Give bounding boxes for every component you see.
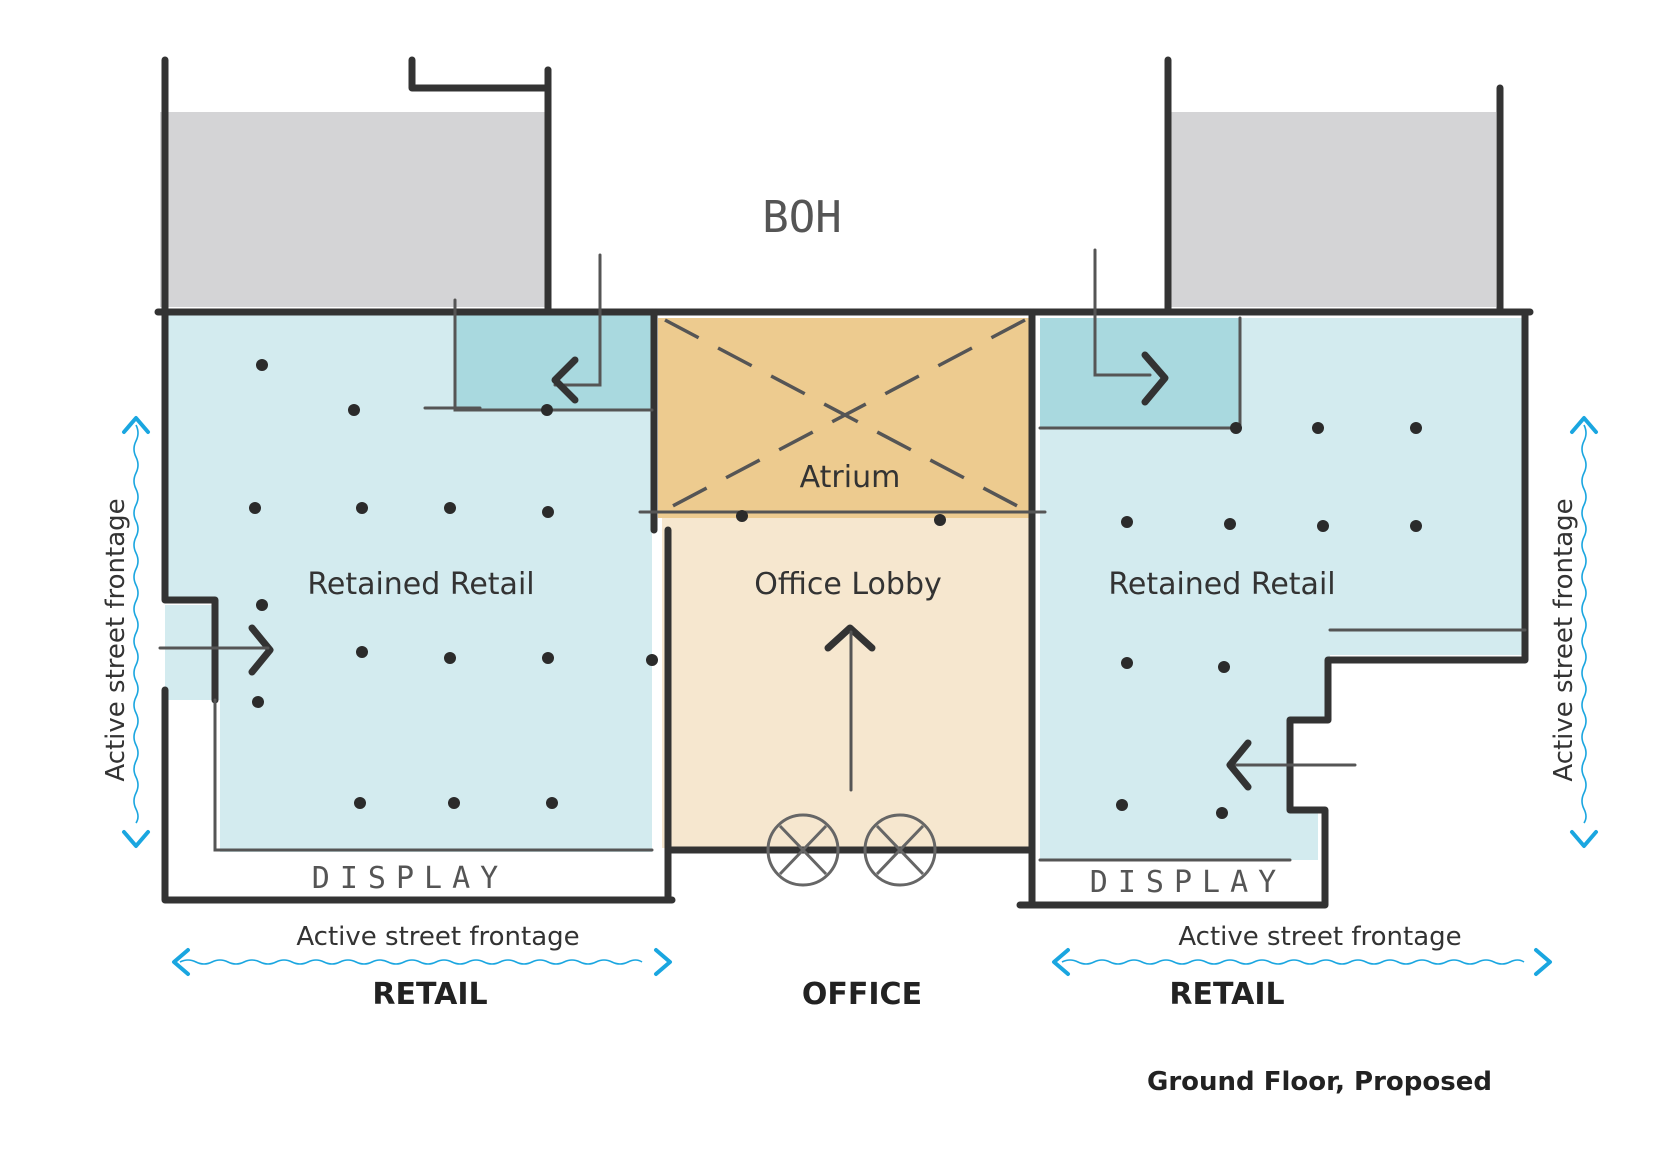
entry-arrow-icon — [248, 624, 274, 676]
retail-stair-right — [1040, 318, 1240, 428]
zone-office-label: OFFICE — [802, 977, 922, 1012]
office-lobby-label: Office Lobby — [754, 567, 942, 602]
retained-retail-left-label: Retained Retail — [307, 567, 534, 602]
structural-columns-right — [1116, 422, 1422, 819]
frontage-bottom-left-label: Active street frontage — [296, 922, 579, 952]
entry-arrow-icon — [1141, 351, 1169, 406]
atrium-label: Atrium — [800, 460, 901, 495]
atrium-void-line-2 — [664, 318, 1026, 512]
wall-left-outer — [161, 308, 676, 904]
frontage-bottom-right-label: Active street frontage — [1178, 922, 1461, 952]
double-headed-arrow-icon — [122, 416, 150, 848]
double-headed-arrow-icon — [172, 948, 672, 976]
display-left-label: DISPLAY — [312, 861, 508, 896]
frontage-left-vertical-label: Active street frontage — [101, 498, 131, 781]
figure-caption: Ground Floor, Proposed — [1147, 1067, 1492, 1097]
retained-retail-right-label: Retained Retail — [1108, 567, 1335, 602]
lobby-area — [662, 518, 1030, 848]
revolving-door-icon — [766, 813, 840, 887]
wall-existing-right — [1164, 56, 1504, 314]
wall-left-party — [650, 308, 672, 904]
partition-display-right — [1038, 628, 1527, 862]
double-headed-arrow-icon — [1052, 948, 1552, 976]
wall-existing-left — [161, 56, 552, 314]
wall-right-outer — [1016, 308, 1529, 909]
partition-stair-left — [423, 253, 654, 412]
entry-arrow-icon — [551, 356, 579, 404]
entry-arrow-icon — [1226, 739, 1252, 791]
frontage-right-vertical-label: Active street frontage — [1549, 498, 1579, 781]
double-headed-arrow-icon — [1570, 416, 1598, 848]
retail-area-right — [1040, 318, 1525, 860]
existing-building-right — [1168, 112, 1496, 307]
structural-columns-left — [249, 359, 946, 809]
retail-stair-left — [455, 315, 652, 410]
zone-retail-right-label: RETAIL — [1169, 977, 1284, 1012]
revolving-door-icon — [863, 813, 937, 887]
entry-arrow-icon — [824, 624, 876, 652]
retail-area-left — [162, 315, 652, 852]
partition-display-left — [213, 698, 654, 852]
display-right-label: DISPLAY — [1090, 865, 1286, 900]
boh-label: BOH — [762, 192, 841, 243]
zone-retail-left-label: RETAIL — [372, 977, 487, 1012]
existing-building-left — [160, 112, 548, 307]
wall-existing-left-top — [408, 56, 552, 92]
